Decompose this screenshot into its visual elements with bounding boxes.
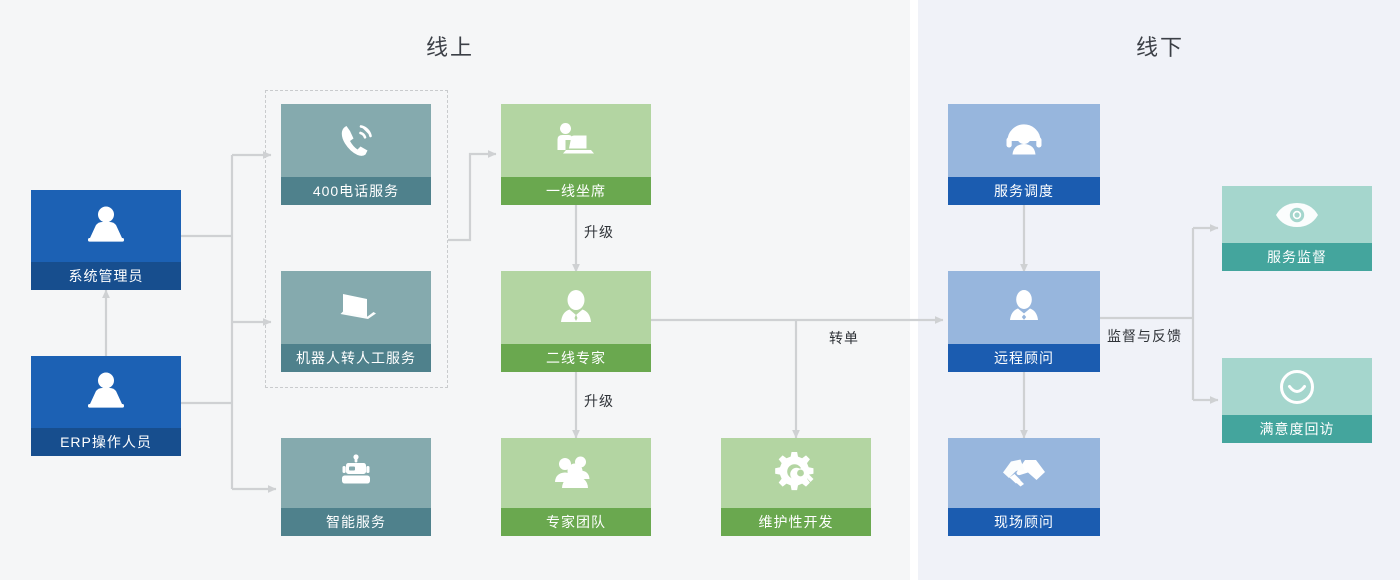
node-label: 远程顾问 xyxy=(948,344,1100,372)
node-first-line[interactable]: 一线坐席 xyxy=(501,104,651,205)
node-expert-team[interactable]: 专家团队 xyxy=(501,438,651,536)
node-icon-wrap xyxy=(31,356,181,428)
laptop-icon xyxy=(332,288,380,328)
node-sys-admin[interactable]: 系统管理员 xyxy=(31,190,181,290)
headset-agent-icon xyxy=(1003,121,1045,161)
handshake-icon xyxy=(1000,455,1048,491)
node-icon-wrap xyxy=(948,271,1100,344)
robot-icon xyxy=(334,454,378,492)
node-label: 服务调度 xyxy=(948,177,1100,205)
node-icon-wrap xyxy=(948,438,1100,508)
eye-icon xyxy=(1274,201,1320,229)
node-icon-wrap xyxy=(31,190,181,262)
node-label: 一线坐席 xyxy=(501,177,651,205)
node-icon-wrap xyxy=(501,271,651,344)
node-label: 满意度回访 xyxy=(1222,415,1372,443)
node-icon-wrap xyxy=(1222,358,1372,415)
node-remote-advisor[interactable]: 远程顾问 xyxy=(948,271,1100,372)
node-label: 现场顾问 xyxy=(948,508,1100,536)
person-laptop-icon xyxy=(553,121,599,161)
node-icon-wrap xyxy=(281,104,431,177)
node-icon-wrap xyxy=(501,438,651,508)
node-erp-operator[interactable]: ERP操作人员 xyxy=(31,356,181,456)
node-icon-wrap xyxy=(948,104,1100,177)
node-icon-wrap xyxy=(721,438,871,508)
node-label: 专家团队 xyxy=(501,508,651,536)
node-icon-wrap xyxy=(281,438,431,508)
operator-desk-icon xyxy=(83,205,129,247)
node-service-monitor[interactable]: 服务监督 xyxy=(1222,186,1372,271)
person-icon xyxy=(556,288,596,328)
node-label: 二线专家 xyxy=(501,344,651,372)
edge-label-supervise: 监督与反馈 xyxy=(1107,328,1182,344)
wire-group-to-firstline xyxy=(448,150,497,242)
node-satisfaction[interactable]: 满意度回访 xyxy=(1222,358,1372,443)
node-maintenance-dev[interactable]: 维护性开发 xyxy=(721,438,871,536)
node-robot-to-human[interactable]: 机器人转人工服务 xyxy=(281,271,431,372)
node-icon-wrap xyxy=(501,104,651,177)
people-group-icon xyxy=(553,454,599,492)
node-label: ERP操作人员 xyxy=(31,428,181,456)
node-label: 机器人转人工服务 xyxy=(281,344,431,372)
node-phone-400[interactable]: 400电话服务 xyxy=(281,104,431,205)
node-label: 服务监督 xyxy=(1222,243,1372,271)
panel-title-offline: 线下 xyxy=(1135,35,1184,60)
node-service-dispatch[interactable]: 服务调度 xyxy=(948,104,1100,205)
node-label: 400电话服务 xyxy=(281,177,431,205)
person-badge-icon xyxy=(1004,288,1044,328)
node-label: 维护性开发 xyxy=(721,508,871,536)
gear-wrench-icon xyxy=(775,452,817,494)
node-icon-wrap xyxy=(1222,186,1372,243)
node-smart-service[interactable]: 智能服务 xyxy=(281,438,431,536)
node-label: 系统管理员 xyxy=(31,262,181,290)
operator-desk-icon xyxy=(83,371,129,413)
node-second-line[interactable]: 二线专家 xyxy=(501,271,651,372)
node-label: 智能服务 xyxy=(281,508,431,536)
node-onsite-advisor[interactable]: 现场顾问 xyxy=(948,438,1100,536)
edge-label-escalate-1: 升级 xyxy=(584,224,614,240)
panel-title-online: 线上 xyxy=(425,35,474,60)
edge-label-transfer: 转单 xyxy=(829,330,859,346)
dashed-group-container xyxy=(265,90,448,388)
phone-ring-icon xyxy=(334,119,378,163)
node-icon-wrap xyxy=(281,271,431,344)
smile-icon xyxy=(1278,368,1316,406)
edge-label-escalate-2: 升级 xyxy=(584,393,614,409)
